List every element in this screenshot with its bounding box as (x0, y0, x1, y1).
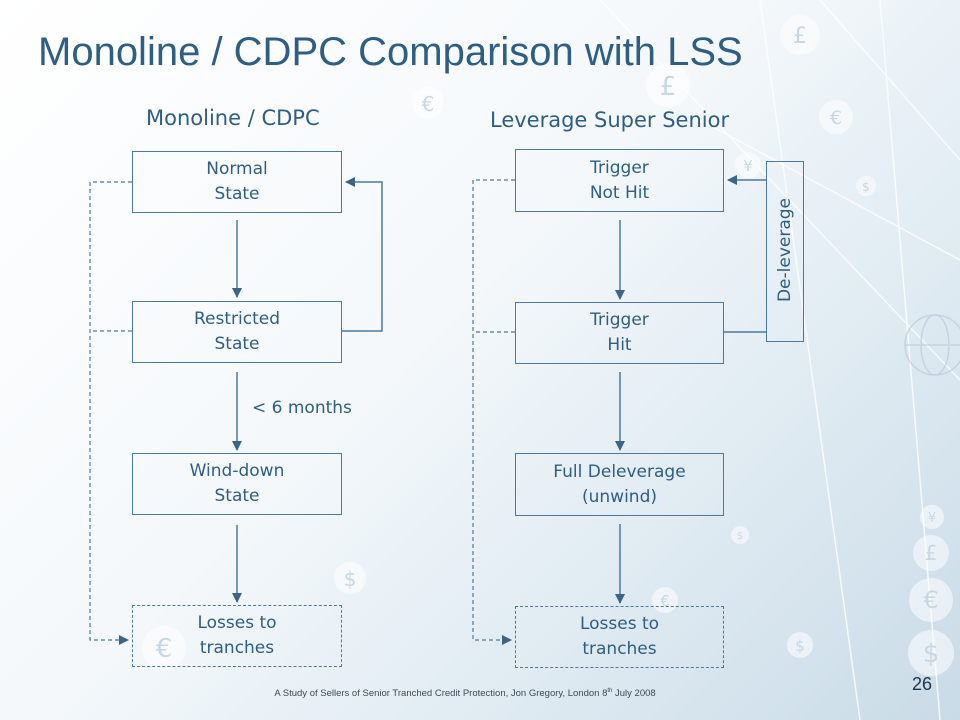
full-deleverage-box: Full Deleverage (unwind) (515, 453, 724, 516)
yen-symbol: ¥ (743, 157, 753, 175)
footer-suffix: July 2008 (612, 688, 656, 700)
euro-symbol: € (830, 107, 842, 129)
left-losses-to-tranches-box: Losses to tranches (132, 605, 342, 667)
dashed-normal-to-losses (89, 181, 132, 645)
pound-symbol: £ (925, 541, 938, 565)
six-months-label: < 6 months (252, 398, 352, 418)
pound-symbol: £ (660, 72, 677, 102)
dollar-symbol: $ (737, 531, 743, 542)
euro-symbol: € (660, 592, 670, 610)
footer-superscript: th (607, 688, 613, 694)
right-losses-to-tranches-box: Losses to tranches (515, 606, 724, 668)
monoline-column-title: Monoline / CDPC (146, 106, 320, 130)
dollar-symbol: $ (344, 567, 357, 591)
page-number: 26 (912, 674, 933, 694)
slide-footer: A Study of Sellers of Senior Tranched Cr… (0, 688, 930, 699)
slide-title: Monoline / CDPC Comparison with LSS (38, 30, 743, 74)
dollar-symbol: $ (862, 180, 870, 194)
euro-symbol: € (156, 634, 173, 664)
euro-symbol: € (422, 92, 435, 116)
trigger-not-hit-box: Trigger Not Hit (515, 149, 724, 212)
pound-symbol: £ (793, 24, 807, 49)
deleverage-label: De-leverage (775, 197, 795, 303)
euro-symbol: € (923, 586, 938, 614)
dollar-symbol: $ (923, 639, 940, 669)
dashed-notHit-to-losses (472, 179, 515, 645)
lss-column-title: Leverage Super Senior (490, 108, 730, 132)
deleverage-box (766, 161, 804, 342)
yen-symbol: ¥ (928, 511, 936, 526)
dollar-symbol: $ (795, 637, 805, 655)
footer-text: A Study of Sellers of Senior Tranched Cr… (274, 688, 608, 700)
restricted-state-box: Restricted State (132, 301, 342, 363)
wind-down-state-box: Wind-down State (132, 453, 342, 515)
normal-state-box: Normal State (132, 151, 342, 213)
arrow-restricted-back-to-normal (342, 177, 383, 332)
trigger-hit-box: Trigger Hit (515, 302, 724, 364)
